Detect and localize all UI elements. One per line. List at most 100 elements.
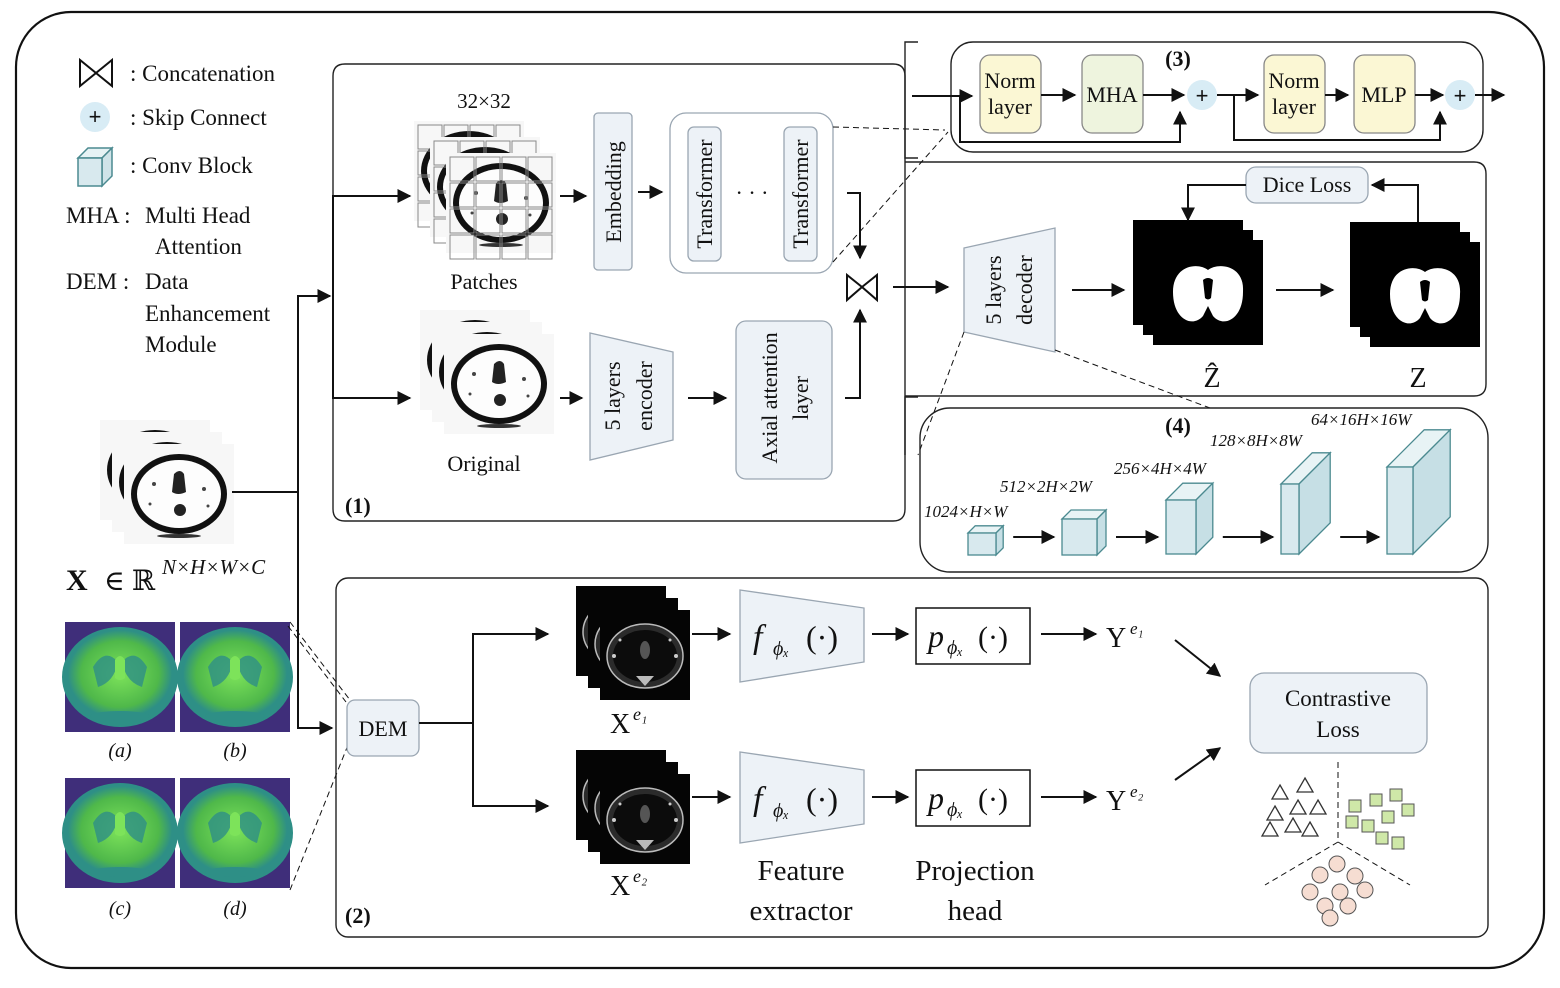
projection-head-line2: head <box>948 895 1003 927</box>
legend-mha-line2: Attention <box>155 234 242 259</box>
panel-4-tag: (4) <box>1165 413 1191 438</box>
example-label-a: (a) <box>108 740 132 762</box>
projection-head-line1: Projection <box>915 855 1035 887</box>
patch-tile <box>527 208 553 234</box>
patch-size-label: 32×32 <box>457 89 511 113</box>
patch-tile <box>449 234 475 260</box>
mha-block: MHA <box>1081 54 1144 134</box>
embedding-label: Embedding <box>601 141 626 242</box>
conv-level-label: 128×8H×8W <box>1210 431 1304 450</box>
patch-tile <box>527 182 553 208</box>
square-marker <box>1381 810 1395 824</box>
norm-layer-2-line1: Norm <box>1268 68 1319 93</box>
conv-block-side <box>1096 508 1107 557</box>
patch-layer <box>446 153 556 260</box>
dice-loss-label: Dice Loss <box>1263 172 1352 197</box>
axial-label-line2: layer <box>788 375 813 420</box>
square-marker <box>1391 836 1405 850</box>
circle-cluster <box>1301 855 1374 927</box>
f2-argument: (·) <box>806 781 838 817</box>
patch-tile <box>475 234 501 260</box>
encoder-label-line2: encoder <box>632 361 657 431</box>
encoder-label-line1: 5 layers <box>600 361 625 430</box>
ground-truth-mask-stack <box>1350 222 1480 347</box>
norm-layer-block-2: Norm layer <box>1263 54 1326 134</box>
legend-mha-line1: Multi Head <box>145 203 251 228</box>
patches-label: Patches <box>450 269 517 294</box>
square-marker <box>1369 793 1383 807</box>
legend-dem-abbr: DEM : <box>66 269 129 294</box>
legend-dem-line2: Enhancement <box>145 301 271 326</box>
concatenation-node <box>846 272 878 303</box>
transformer-ellipsis: · · · <box>736 180 769 205</box>
ye1-label: Y <box>1106 623 1126 654</box>
patch-tile <box>449 156 475 182</box>
panel-1-frame <box>332 63 906 522</box>
predicted-mask-stack <box>1133 220 1263 345</box>
dem-block: DEM <box>346 699 420 757</box>
triangle-marker <box>1308 798 1328 815</box>
patch-tile <box>527 234 553 260</box>
conv-block-4: 128×8H×8W <box>1210 431 1381 556</box>
segmentation-panel-frame <box>905 161 1487 397</box>
legend-dem-line1: Data <box>145 269 188 294</box>
conv-block-3: 256×4H×4W <box>1114 459 1275 556</box>
input-x-in: ∈ ℝ <box>104 566 156 597</box>
patch-tile <box>501 234 527 260</box>
patch-tile <box>475 208 501 234</box>
legend-mha-abbr: MHA : <box>66 203 131 228</box>
legend-dem-line3: Module <box>145 332 217 357</box>
patch-tile <box>475 156 501 182</box>
transformer-label-last: Transformer <box>788 139 813 249</box>
patch-tile <box>475 182 501 208</box>
panel-4-outer-bracket <box>904 396 918 455</box>
colored-example-b <box>177 622 293 732</box>
triangle-marker <box>1295 776 1315 793</box>
colored-example-d <box>177 778 293 888</box>
legend-concatenation: : Concatenation <box>130 61 275 86</box>
dem-label: DEM <box>359 716 408 741</box>
circle-marker <box>1311 866 1329 884</box>
square-cluster <box>1345 788 1415 850</box>
encoder-block: 5 layers encoder <box>589 332 674 461</box>
p2-subscript: ϕₓ <box>947 799 963 821</box>
panel-4-frame <box>919 407 1489 573</box>
circle-marker <box>1346 867 1364 885</box>
decoder-conv-blocks: 1024×H×W 512×2H×2W 256×4H×4W 128×8H×8W 64×16… <box>924 410 1452 557</box>
p2-argument: (·) <box>978 783 1008 816</box>
f1-argument: (·) <box>806 619 838 655</box>
feature-extractor-2: f ϕₓ (·) <box>739 751 865 844</box>
feature-extractor-1: f ϕₓ (·) <box>739 589 865 683</box>
triangle-marker <box>1265 804 1285 821</box>
circle-marker <box>1301 883 1319 901</box>
triangle-marker <box>1283 816 1303 833</box>
norm-layer-block-1: Norm layer <box>979 54 1042 134</box>
ground-truth-mask-label: Z <box>1409 363 1426 394</box>
square-marker <box>1361 819 1375 833</box>
norm-layer-1-line1: Norm <box>984 68 1035 93</box>
projection-head-1: p ϕₓ (·) <box>915 607 1031 665</box>
skip-connect-node-1: + <box>1187 80 1217 110</box>
legend-conv-block: : Conv Block <box>130 153 253 178</box>
panel-1-tag: (1) <box>345 493 371 518</box>
patch-grid <box>414 121 556 260</box>
xe1-superscript: e₁ <box>633 704 647 724</box>
conv-block-front <box>967 532 997 556</box>
circle-marker <box>1339 897 1357 915</box>
panel-2-frame <box>335 577 1489 938</box>
axial-attention-block: Axial attention layer <box>735 320 833 480</box>
input-x-symbol: X <box>66 564 88 597</box>
example-label-b: (b) <box>223 740 247 762</box>
norm-layer-1-line2: layer <box>988 94 1033 119</box>
triangle-marker <box>1270 783 1290 800</box>
conv-block-5: 64×16H×16W <box>1311 410 1452 556</box>
conv-level-label: 512×2H×2W <box>1000 477 1094 496</box>
input-ct-stack <box>100 420 234 544</box>
panel-3-tag: (3) <box>1165 46 1191 71</box>
conv-block-icon <box>76 146 114 188</box>
conv-level-label: 1024×H×W <box>924 502 1009 521</box>
f1-subscript: ϕₓ <box>773 638 789 660</box>
square-marker <box>1348 799 1362 813</box>
svg-text:+: + <box>1454 83 1467 108</box>
